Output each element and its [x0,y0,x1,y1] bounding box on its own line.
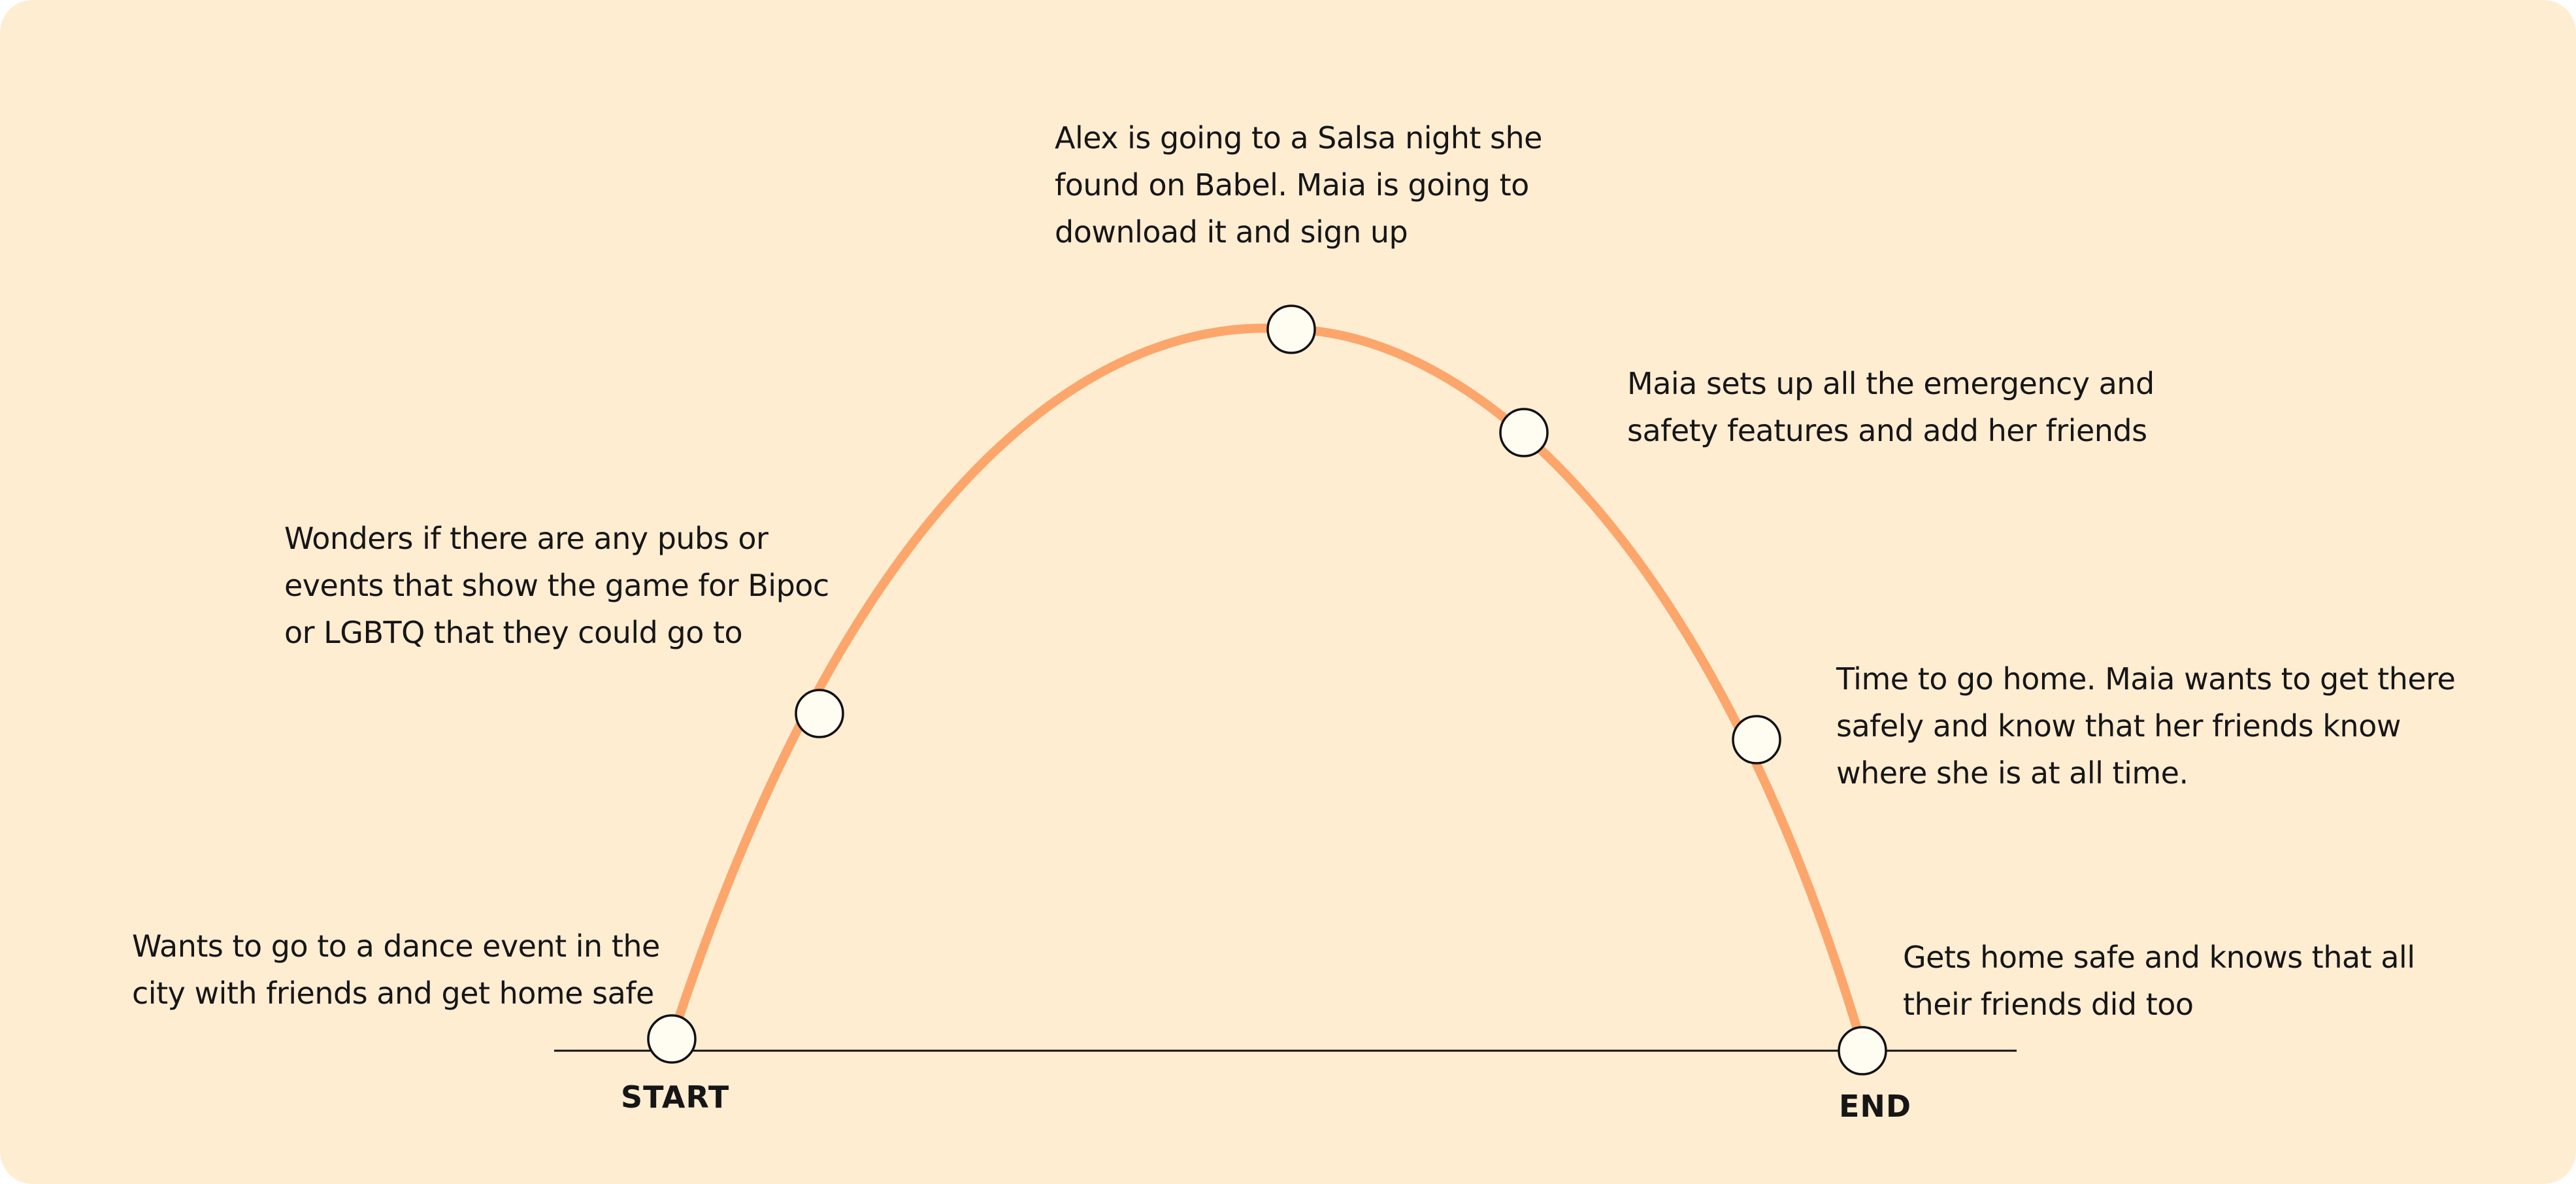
step-note-line: Gets home safe and knows that all [1903,940,2415,975]
step-note-line: their friends did too [1903,987,2194,1022]
step-note-line: download it and sign up [1055,214,1408,250]
step-note-line: or LGBTQ that they could go to [284,615,743,650]
step-node-setup[interactable] [1499,408,1549,457]
step-note-line: Wonders if there are any pubs or [284,521,768,556]
step-note-home: Time to go home. Maia wants to get there… [1836,655,2456,797]
step-note-setup: Maia sets up all the emergency and safet… [1627,360,2155,454]
step-note-line: Wants to go to a dance event in the [132,929,660,964]
step-note-line: safely and know that her friends know [1836,708,2401,744]
step-note-line: Alex is going to a Salsa night she [1055,120,1542,156]
step-node-start[interactable] [647,1014,697,1064]
step-node-home[interactable] [1732,715,1781,765]
step-note-line: where she is at all time. [1836,755,2188,791]
step-note-line: Time to go home. Maia wants to get there [1836,661,2456,697]
step-node-end[interactable] [1838,1026,1887,1076]
step-note-line: city with friends and get home safe [132,976,654,1011]
step-note-wonders: Wonders if there are any pubs or events … [284,515,829,656]
step-note-line: events that show the game for Bipoc [284,568,829,603]
step-note-line: Maia sets up all the emergency and [1627,366,2155,401]
step-note-start: Wants to go to a dance event in the city… [132,923,660,1017]
end-label: END [1839,1089,1912,1124]
start-label: START [621,1079,730,1115]
step-node-wonders[interactable] [795,689,844,738]
step-note-line: safety features and add her friends [1627,413,2147,448]
step-note-end: Gets home safe and knows that all their … [1903,934,2415,1028]
step-note-line: found on Babel. Maia is going to [1055,167,1529,203]
step-note-peak: Alex is going to a Salsa night she found… [1055,114,1542,255]
step-node-peak[interactable] [1266,304,1316,354]
